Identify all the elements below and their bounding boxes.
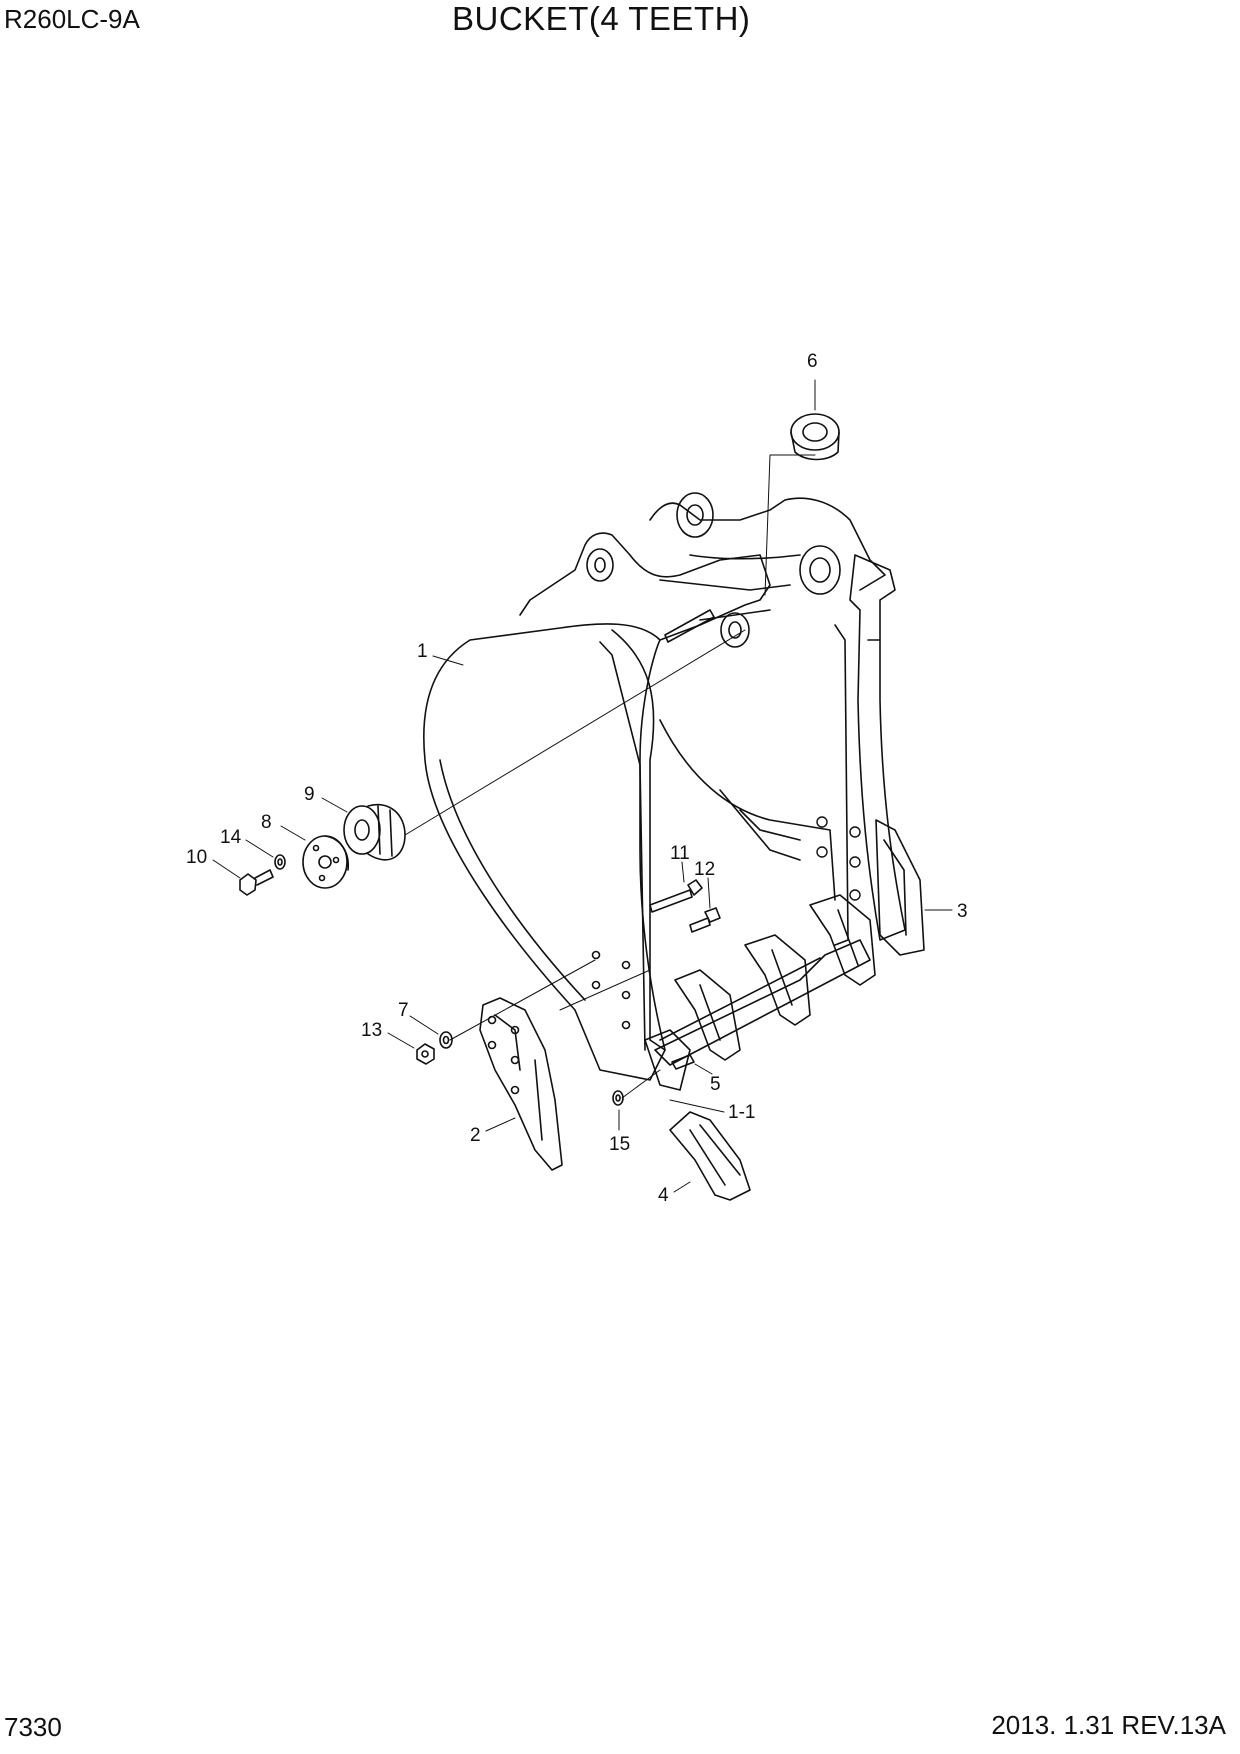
bucket-tooth <box>669 1111 751 1201</box>
callout-5: 5 <box>710 1074 721 1095</box>
callout-2: 2 <box>470 1125 481 1146</box>
tooth-pin <box>671 1054 695 1070</box>
bolt <box>239 869 274 896</box>
side-cutter-left <box>479 997 563 1171</box>
callout-11: 11 <box>670 843 690 864</box>
nut-and-washer <box>416 1031 453 1065</box>
pin-collar <box>343 803 406 861</box>
assembly-lines <box>404 454 816 1099</box>
callout-8: 8 <box>261 812 272 833</box>
side-cutter-right <box>875 819 925 956</box>
model-code: R260LC-9A <box>4 4 140 34</box>
washer <box>274 854 286 870</box>
lock-washer <box>612 1090 624 1106</box>
callouts: 1 6 9 8 14 10 11 12 3 7 13 5 1-1 2 15 4 <box>186 351 968 1206</box>
callout-1-1: 1-1 <box>728 1102 755 1123</box>
drawing-title: BUCKET(4 TEETH) <box>452 0 751 37</box>
retainer-plate <box>302 835 350 889</box>
callout-1: 1 <box>417 641 428 662</box>
callout-14: 14 <box>220 827 242 848</box>
callout-10: 10 <box>186 847 207 868</box>
callout-12: 12 <box>694 859 715 880</box>
callout-4: 4 <box>658 1185 669 1206</box>
callout-7: 7 <box>398 1000 409 1021</box>
callout-15: 15 <box>609 1134 630 1155</box>
callout-13: 13 <box>361 1020 382 1041</box>
callout-9: 9 <box>304 784 315 805</box>
bushing <box>790 413 840 461</box>
bolts-upper <box>649 879 721 933</box>
page-number: 7330 <box>4 1712 62 1742</box>
callout-6: 6 <box>807 351 818 372</box>
bucket-body <box>423 492 906 1081</box>
callout-3: 3 <box>957 901 968 922</box>
tooth-adapters <box>644 894 876 1091</box>
revision-date: 2013. 1.31 REV.13A <box>991 1710 1226 1740</box>
